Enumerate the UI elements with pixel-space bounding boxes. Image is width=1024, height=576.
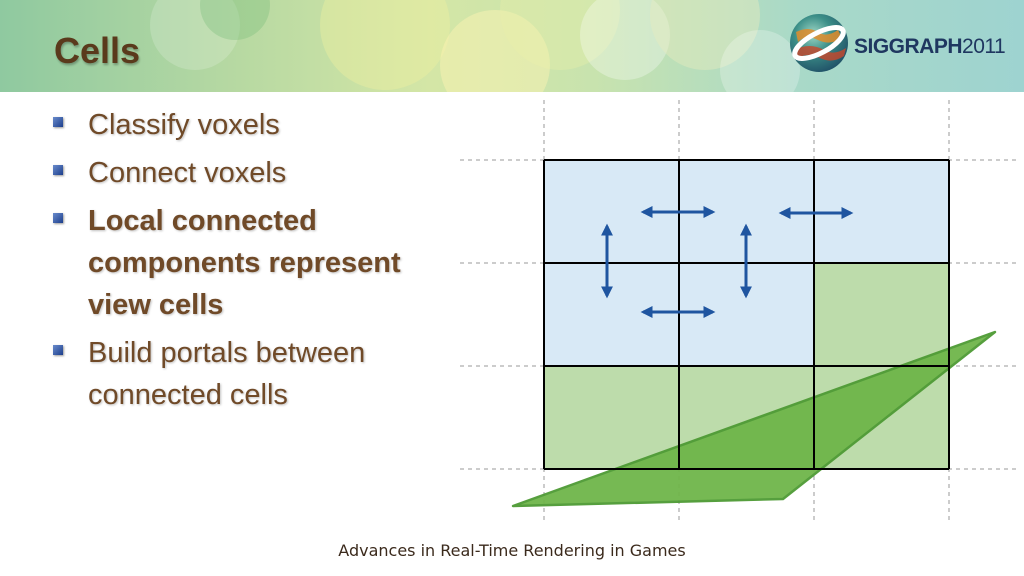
bullet-square-icon xyxy=(53,165,63,175)
slide-title: Cells xyxy=(54,30,141,71)
globe-icon xyxy=(790,14,848,72)
bullet-item: Build portals between connected cells xyxy=(50,332,450,416)
logo-brand: SIGGRAPH xyxy=(854,35,963,58)
solid-grid xyxy=(543,159,950,470)
header-bubble xyxy=(150,0,240,70)
bullet-item: Connect voxels xyxy=(50,152,450,194)
green-triangle-geometry xyxy=(511,330,997,508)
bullet-text: Build portals between connected cells xyxy=(88,337,366,411)
slide-footer: Advances in Real-Time Rendering in Games xyxy=(338,541,686,560)
cell-green xyxy=(544,366,679,469)
voxel-cell-diagram xyxy=(460,100,1020,520)
bullet-text: Local connected components represent vie… xyxy=(88,205,401,321)
bullet-square-icon xyxy=(53,117,63,127)
bullet-item: Classify voxels xyxy=(50,104,450,146)
cell-blue xyxy=(544,263,679,366)
logo-wordmark: SIGGRAPH2011 xyxy=(854,35,1006,59)
bullet-item: Local connected components represent vie… xyxy=(50,200,450,326)
cell-green xyxy=(814,263,949,366)
header-bubble xyxy=(320,0,450,90)
header-bubble xyxy=(580,0,670,80)
logo-year: 2011 xyxy=(962,35,1006,58)
bullet-list: Classify voxels Connect voxels Local con… xyxy=(50,104,450,422)
header-bubble xyxy=(720,30,800,92)
connection-arrows xyxy=(601,206,854,318)
bullet-text: Classify voxels xyxy=(88,109,280,141)
header-bubble xyxy=(440,10,550,92)
bullet-text: Connect voxels xyxy=(88,157,287,189)
siggraph-logo: SIGGRAPH2011 xyxy=(788,12,1018,78)
bullet-square-icon xyxy=(53,345,63,355)
slide-header: Cells SIGGRAPH2011 xyxy=(0,0,1024,92)
bullet-square-icon xyxy=(53,213,63,223)
